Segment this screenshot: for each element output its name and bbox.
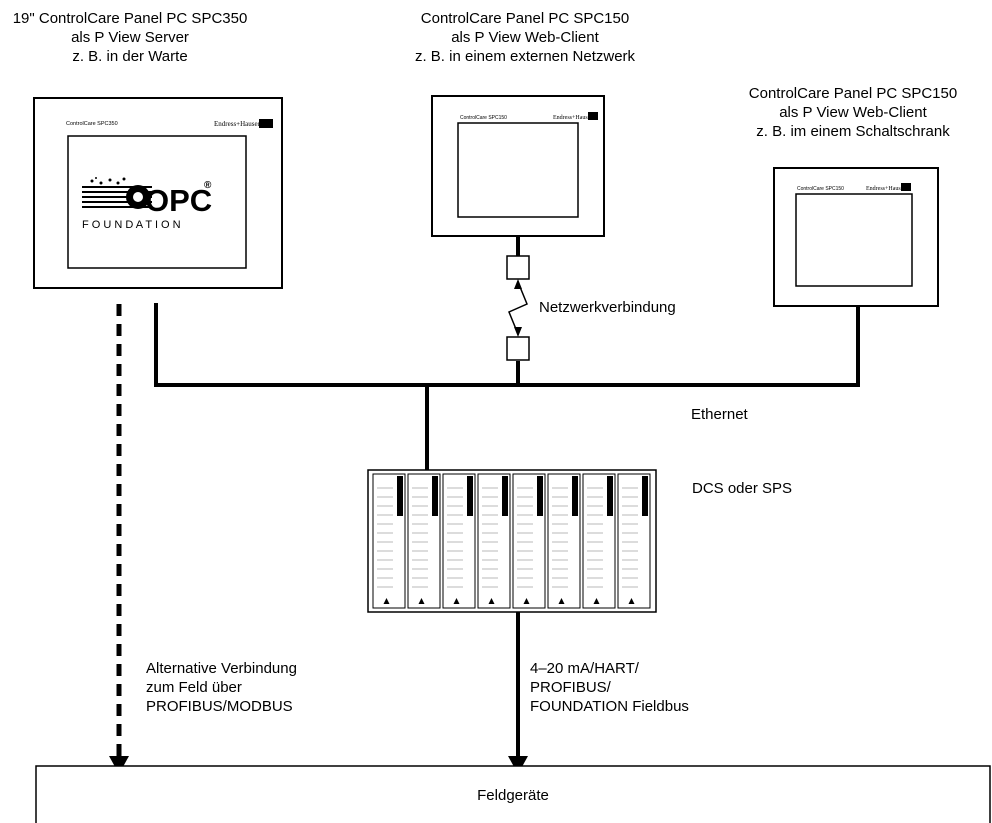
client-external-brand-text: Endress+Hauser	[553, 115, 592, 121]
opc-foundation-text: F O U N D A T I O N	[82, 219, 181, 231]
controller-module	[582, 473, 616, 609]
wan-connection	[506, 236, 530, 361]
client-external-caption-line3: z. B. in einem externen Netzwerk	[414, 48, 636, 65]
alternative-arrowhead	[109, 756, 129, 774]
server-network-adapter	[506, 336, 530, 361]
alternative-connection-label: Alternative Verbindung zum Feld über PRO…	[146, 659, 297, 716]
wan-label: Netzwerkverbindung	[539, 299, 676, 316]
server-caption-line2: als P View Server	[71, 29, 189, 46]
controller-module	[617, 473, 651, 609]
client-external-model-text: ControlCare SPC150	[460, 115, 507, 121]
client-external-panel-pc: ControlCare SPC150 Endress+Hauser	[431, 95, 605, 237]
server-brand-logo	[259, 119, 273, 128]
client-external-brand-logo	[588, 112, 598, 120]
controller-label: DCS oder SPS	[692, 480, 793, 497]
client-cabinet-panel-pc: ControlCare SPC150 Endress+Hauser	[773, 167, 939, 307]
controller-module	[372, 473, 406, 609]
fieldbus-line3: FOUNDATION Fieldbus	[530, 698, 689, 715]
client-cabinet-caption-line2: als P View Web-Client	[779, 104, 927, 121]
client-external-caption-line1: ControlCare Panel PC SPC150	[420, 10, 630, 27]
client-external-screen	[457, 122, 579, 218]
field-devices-box	[35, 765, 991, 823]
controller-modules	[372, 473, 651, 609]
fieldbus-label: 4–20 mA/HART/ PROFIBUS/ FOUNDATION Field…	[530, 659, 689, 716]
alternative-line1: Alternative Verbindung	[146, 660, 297, 677]
opc-logo-text: OPC	[145, 183, 212, 218]
fieldbus-line2: PROFIBUS/	[530, 679, 611, 696]
server-caption-line3: z. B. in der Warte	[72, 48, 188, 65]
controller-module	[442, 473, 476, 609]
client-cabinet-caption-line3: z. B. im einem Schaltschrank	[756, 123, 950, 140]
server-model-text: ControlCare SPC350	[66, 121, 118, 127]
client-cabinet-brand-text: Endress+Hauser	[866, 186, 905, 192]
controller-module	[407, 473, 441, 609]
server-caption-line1: 19" ControlCare Panel PC SPC350	[12, 10, 248, 27]
client-external-caption-line2: als P View Web-Client	[451, 29, 599, 46]
controller-module	[477, 473, 511, 609]
client-external-caption: ControlCare Panel PC SPC150 als P View W…	[380, 9, 670, 66]
server-caption: 19" ControlCare Panel PC SPC350 als P Vi…	[0, 9, 260, 66]
field-devices-label: Feldgeräte	[477, 787, 549, 804]
alternative-line2: zum Feld über	[146, 679, 242, 696]
client-cabinet-model-text: ControlCare SPC150	[797, 186, 844, 192]
lightning-link-icon	[508, 281, 528, 335]
ethernet-bus	[154, 303, 860, 472]
fieldbus-arrowhead	[508, 756, 528, 774]
fieldbus-line1: 4–20 mA/HART/	[530, 660, 639, 677]
server-panel-pc: ControlCare SPC350 Endress+Hauser OPC ® …	[33, 97, 283, 289]
client-cabinet-caption: ControlCare Panel PC SPC150 als P View W…	[715, 84, 991, 141]
ethernet-label: Ethernet	[691, 406, 748, 423]
controller-module	[512, 473, 546, 609]
opc-registered-mark: ®	[204, 180, 212, 191]
server-brand-text: Endress+Hauser	[214, 120, 261, 128]
client-cabinet-brand-logo	[901, 183, 911, 191]
client-cabinet-caption-line1: ControlCare Panel PC SPC150	[748, 85, 958, 102]
controller-rack	[367, 469, 657, 613]
alternative-line3: PROFIBUS/MODBUS	[146, 698, 293, 715]
client-cabinet-screen	[795, 193, 913, 287]
opc-foundation-logo: OPC ® F O U N D A T I O N	[82, 177, 212, 231]
client-network-adapter	[506, 255, 530, 280]
controller-module	[547, 473, 581, 609]
